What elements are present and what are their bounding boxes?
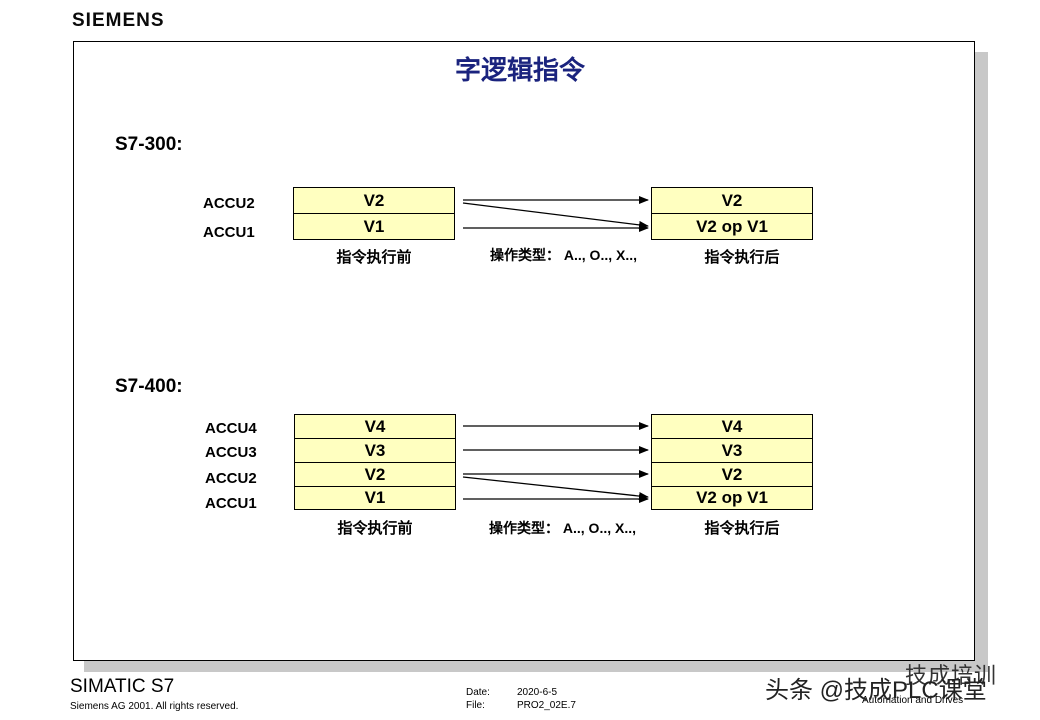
- before-cell: V3: [294, 438, 456, 463]
- after-cell: V2: [651, 187, 813, 214]
- before-caption: 指令执行前: [337, 520, 413, 537]
- accu-label: ACCU3: [205, 444, 257, 461]
- after-caption: 指令执行后: [704, 249, 780, 266]
- accu-label: ACCU2: [203, 195, 255, 212]
- siemens-logo: SIEMENS: [72, 10, 165, 31]
- before-cell: V1: [293, 213, 455, 240]
- accu-label: ACCU2: [205, 470, 257, 487]
- before-cell: V2: [293, 187, 455, 214]
- before-cell: V1: [294, 486, 456, 510]
- slide-title: 字逻辑指令: [454, 56, 585, 86]
- brand-subtitle: Automation and Drives: [862, 695, 964, 706]
- operation-type: 操作类型： A.., O.., X..,: [489, 520, 637, 536]
- file-value: PRO2_02E.7: [517, 700, 576, 711]
- copyright: Siemens AG 2001. All rights reserved.: [70, 701, 239, 712]
- after-cell: V2 op V1: [651, 213, 813, 240]
- before-cell: V4: [294, 414, 456, 439]
- after-cell: V4: [651, 414, 813, 439]
- accu-label: ACCU4: [205, 420, 257, 437]
- before-caption: 指令执行前: [336, 249, 412, 266]
- date-label: Date:: [466, 687, 490, 698]
- product-name: SIMATIC S7: [70, 676, 175, 697]
- accu-label: ACCU1: [203, 224, 255, 241]
- file-label: File:: [466, 700, 485, 711]
- after-cell: V3: [651, 438, 813, 463]
- accu-label: ACCU1: [205, 495, 257, 512]
- after-caption: 指令执行后: [704, 520, 780, 537]
- brand-text: 技成培训: [905, 663, 998, 688]
- before-cell: V2: [294, 462, 456, 487]
- operation-type: 操作类型： A.., O.., X..,: [490, 247, 638, 263]
- slide-frame: [73, 41, 975, 661]
- watermark: 头条 @技成PLC课堂: [765, 677, 987, 704]
- s7-400-label: S7-400:: [115, 376, 183, 397]
- after-cell: V2: [651, 462, 813, 487]
- s7-300-label: S7-300:: [115, 134, 183, 155]
- after-cell: V2 op V1: [651, 486, 813, 510]
- date-value: 2020-6-5: [517, 687, 558, 698]
